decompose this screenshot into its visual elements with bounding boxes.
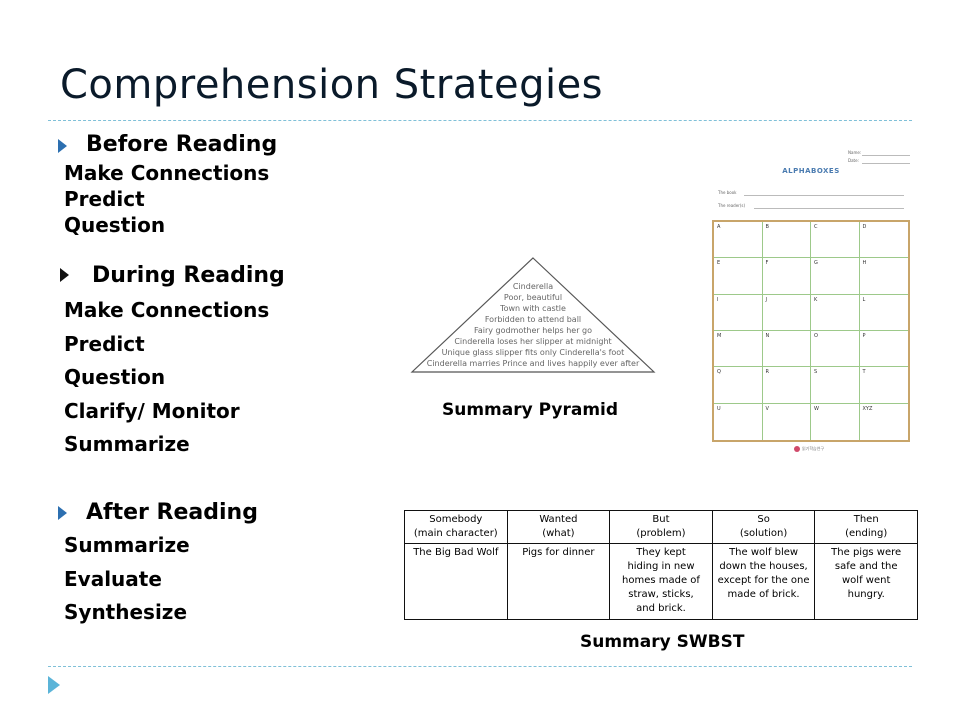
alphaboxes-worksheet: Name: Date: ALPHABOXES The book The read… [704,140,918,460]
cell-then: The pigs were safe and the wolf went hun… [814,543,918,620]
after-item: Evaluate [64,567,162,591]
header-but: But(problem) [609,510,713,544]
header-then: Then(ending) [814,510,918,544]
alphabox-cell: W [811,403,860,440]
alphabox-cell: U [714,403,763,440]
bullet-arrow-icon [58,139,67,153]
reader-line [754,208,904,209]
before-item: Make Connections [64,161,270,185]
alphabox-cell: D [859,222,908,259]
alphabox-cell: J [762,294,811,331]
header-wanted: Wanted(what) [506,510,611,544]
alphabox-cell: A [714,222,763,259]
alphabox-cell: H [859,258,908,295]
header-somebody: Somebody(main character) [404,510,508,544]
alphabox-cell: C [811,222,860,259]
date-label: Date: [848,158,859,163]
alphabox-cell: O [811,330,860,368]
cell-but: They kept hiding in new homes made of st… [609,543,713,620]
cell-so: The wolf blew down the houses, except fo… [711,543,816,620]
during-item: Clarify/ Monitor [64,399,240,423]
book-label: The book [718,190,737,195]
pyramid-line: Town with castle [500,304,566,313]
publisher-logo: 읽기학습연구 [794,446,824,452]
after-item: Synthesize [64,600,188,624]
bullet-arrow-icon [60,268,69,282]
alphabox-cell: P [859,331,908,368]
after-reading-heading: After Reading [86,500,258,525]
slide-corner-arrow-icon [48,676,60,694]
swbst-table: Somebody(main character) Wanted(what) Bu… [404,510,918,620]
alphabox-cell: E [714,258,763,295]
alphabox-cell: G [811,258,860,295]
summary-pyramid: Cinderella Poor, beautiful Town with cas… [408,256,658,376]
alphabox-cell: XYZ [862,405,873,412]
swbst-caption: Summary SWBST [580,632,745,652]
alphabox-cell: S [811,367,860,404]
name-line [862,155,910,156]
cell-somebody: The Big Bad Wolf [404,543,508,620]
alphabox-cell: I [714,294,763,331]
pyramid-line: Poor, beautiful [503,293,563,302]
alphabox-cell: T [859,367,908,404]
pyramid-outline [410,257,656,373]
during-item: Summarize [64,432,190,456]
table-header-row: Somebody(main character) Wanted(what) Bu… [404,510,918,544]
alphabox-cell: N [762,330,811,368]
pyramid-line: Unique glass slipper fits only Cinderell… [441,348,625,357]
alphabox-cell: M [714,330,763,368]
header-so: So(solution) [711,510,816,544]
logo-text: 읽기학습연구 [802,446,825,451]
alphabox-cell: F [762,258,811,295]
alphabox-cell: L [859,295,908,331]
during-reading-heading: During Reading [92,263,285,288]
cell-wanted: Pigs for dinner [506,543,611,620]
pyramid-line: Fairy godmother helps her go [473,326,593,335]
table-row: The Big Bad Wolf Pigs for dinner They ke… [404,543,918,620]
alphabox-cell: Q [714,367,763,404]
alphaboxes-title: ALPHABOXES [782,167,840,175]
pyramid-line: Cinderella loses her slipper at midnight [454,337,612,346]
during-item: Predict [64,332,145,356]
during-item: Question [64,365,166,389]
before-reading-heading: Before Reading [86,132,278,157]
book-line [744,195,904,196]
pyramid-line: Forbidden to attend ball [484,315,582,324]
after-item: Summarize [64,533,190,557]
alphabox-cell: V [763,403,811,440]
footer-divider [48,666,912,667]
name-label: Name: [848,150,862,155]
pyramid-caption: Summary Pyramid [442,400,619,420]
date-line [862,163,910,164]
alphabox-cell: B [762,222,811,259]
reader-label: The reader(s) [718,203,746,208]
bullet-arrow-icon [58,506,67,520]
logo-icon [794,446,800,452]
pyramid-line: Cinderella marries Prince and lives happ… [426,359,640,368]
alphabox-cell: K [811,294,860,331]
slide-title: Comprehension Strategies [60,62,604,108]
before-item: Question [64,213,166,237]
title-divider [48,120,912,121]
pyramid-line: Cinderella [512,282,554,291]
alphabox-cell: R [762,367,811,404]
before-item: Predict [64,187,145,211]
during-item: Make Connections [64,298,270,322]
